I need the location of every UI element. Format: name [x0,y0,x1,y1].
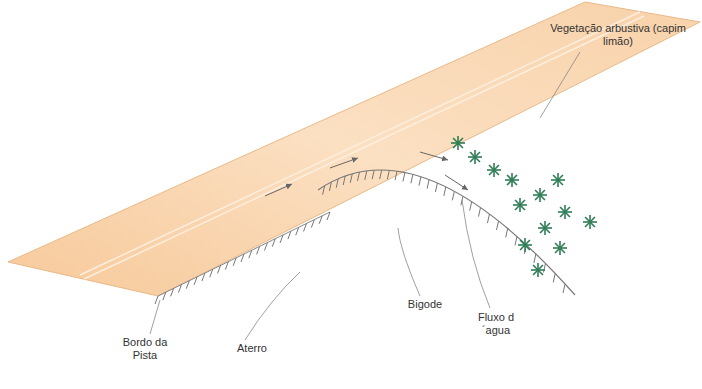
hatch-stroke [304,223,307,231]
hatching [155,170,565,304]
leader-line [540,52,580,118]
hatch-stroke [380,170,382,179]
hatch-stroke [372,170,374,179]
hatch-stroke [489,165,499,175]
hatch-stroke [249,250,252,258]
hatch-stroke [288,231,291,239]
hatch-stroke [395,171,397,180]
hatch-stroke [327,212,330,220]
center-line [84,16,644,279]
hatch-stroke [186,281,189,289]
embankment-label: Aterro [222,342,282,355]
road-edge [158,212,330,296]
leader-line [398,228,420,296]
hatch-stroke [225,262,228,270]
hatch-stroke [452,191,454,200]
hatch-stroke [210,269,213,277]
road-surface [8,2,700,296]
hatch-stroke [543,263,545,272]
leader-line [150,300,160,334]
hatch-stroke [487,214,489,223]
hatch-stroke [534,254,536,263]
hatch-stroke [453,138,463,148]
hatch-stroke [202,273,205,281]
hatch-stroke [444,187,446,196]
hatch-stroke [311,220,314,228]
hatch-stroke [280,235,283,243]
leader-line [462,200,490,308]
hatch-stroke [264,243,267,251]
hatch-stroke [241,254,244,262]
hatch-stroke [171,288,174,296]
hatch-stroke [329,182,331,191]
bigode-curve [318,170,575,295]
hatch-stroke [403,173,405,182]
hatch-stroke [533,265,543,275]
hatch-stroke [470,152,480,162]
hatch-stroke [357,172,359,181]
hatch-stroke [233,258,236,266]
hatch-stroke [470,202,472,211]
flow-arrow [265,184,292,196]
flow-arrow [445,175,468,190]
hatch-stroke [163,292,166,300]
hatch-stroke [507,175,517,185]
hatch-stroke [296,227,299,235]
road-edge-label: Bordo da Pista [110,336,180,362]
vegetation-label: Vegetação arbustiva (capim limão) [538,22,698,48]
hatch-stroke [419,177,421,186]
hatch-stroke [535,190,545,200]
hatch-stroke [350,174,352,183]
hatch-stroke [336,179,338,188]
hatch-stroke [515,236,517,245]
hatch-stroke [435,183,437,192]
hatch-stroke [427,180,429,189]
hatch-stroke [272,239,275,247]
hatch-stroke [178,285,181,293]
hatch-stroke [515,200,525,210]
hatch-stroke [319,216,322,224]
center-line [80,12,640,275]
hatch-stroke [553,175,563,185]
hatch-stroke [411,174,413,183]
hatch-stroke [479,208,481,217]
water-flow-label: Fluxo d´agua [468,311,524,337]
hatch-stroke [365,171,367,180]
hatch-stroke [257,246,260,254]
hatch-stroke [540,223,550,233]
hatch-stroke [563,284,565,293]
hatch-stroke [323,186,325,195]
hatch-stroke [560,207,570,217]
hatch-stroke [343,176,345,185]
flow-arrow [330,158,358,168]
hatch-stroke [194,277,197,285]
hatch-stroke [497,221,499,230]
hatch-stroke [387,170,389,179]
hatch-stroke [155,296,158,304]
bigode-label: Bigode [395,298,455,311]
flow-arrow [420,152,448,160]
hatch-stroke [520,240,530,250]
hatch-stroke [555,243,565,253]
hatch-stroke [218,265,221,273]
hatch-stroke [506,228,508,237]
hatch-stroke [553,273,555,282]
hatch-stroke [585,217,595,227]
leader-line [245,272,300,340]
